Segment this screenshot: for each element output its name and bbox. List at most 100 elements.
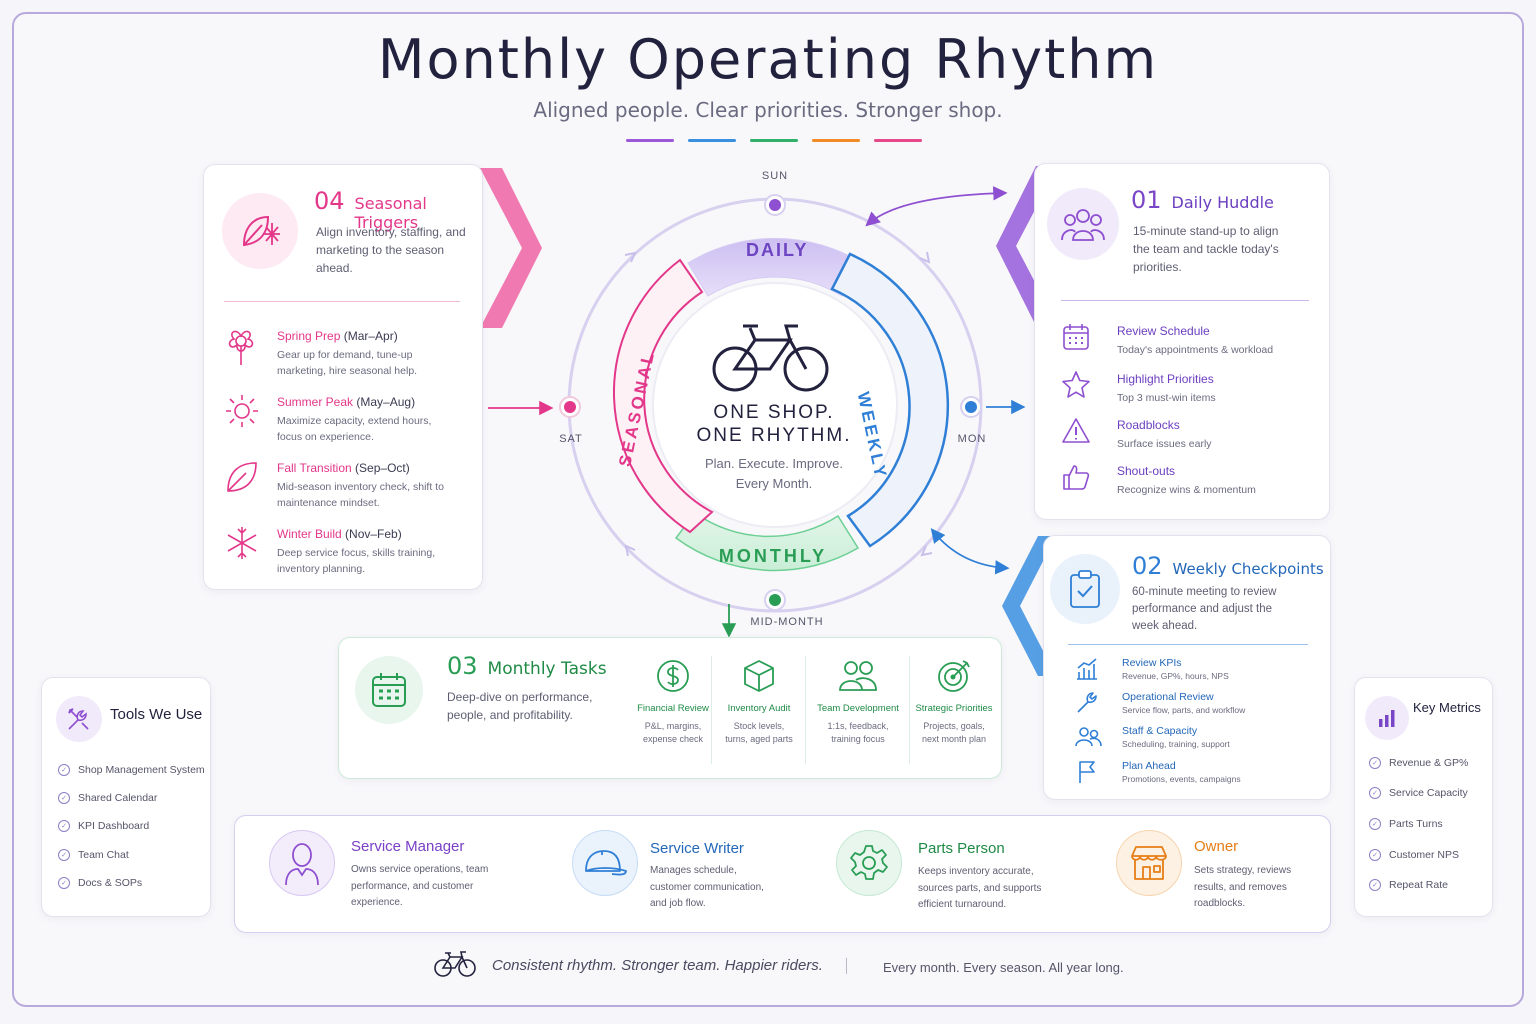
box-icon bbox=[744, 660, 774, 692]
monthly-item-team: Team Development 1:1s, feedback, trainin… bbox=[809, 658, 907, 744]
daily-divider bbox=[1061, 300, 1309, 301]
monthly-desc: Deep-dive on performance, people, and pr… bbox=[447, 690, 593, 722]
color-stripes bbox=[626, 139, 922, 142]
center-tag-2: Every Month. bbox=[735, 476, 813, 491]
schedule-title: Review Schedule bbox=[1117, 324, 1210, 338]
check-icon: ✓ bbox=[1369, 849, 1381, 861]
tools-item-label: Docs & SOPs bbox=[78, 877, 143, 889]
monthly-divider-1 bbox=[711, 656, 712, 764]
daily-chevron bbox=[996, 166, 1058, 326]
metrics-item-label: Repeat Rate bbox=[1389, 879, 1448, 891]
segment-seasonal bbox=[613, 258, 714, 534]
operational-desc: Service flow, parts, and workflow bbox=[1122, 705, 1246, 715]
node-mon-label: MON bbox=[957, 433, 987, 445]
daily-title: Daily Huddle bbox=[1171, 193, 1274, 212]
parts-person-desc: Keeps inventory accurate, sources parts,… bbox=[918, 866, 1042, 910]
metrics-item-4: ✓ Repeat Rate bbox=[1369, 879, 1448, 891]
strategic-desc-1: Projects, goals, bbox=[923, 721, 985, 731]
tools-card: Tools We Use ✓Shop Management System ✓Sh… bbox=[41, 677, 211, 917]
fall-range: (Sep–Oct) bbox=[355, 461, 410, 475]
metrics-bar-icon bbox=[1379, 710, 1395, 727]
plan-title: Plan Ahead bbox=[1122, 760, 1176, 772]
people-icon bbox=[1075, 727, 1102, 747]
strategic-title: Strategic Priorities bbox=[915, 703, 993, 714]
calendar-icon bbox=[1063, 324, 1089, 350]
footer-right-text: Every month. Every season. All year long… bbox=[883, 960, 1124, 975]
warning-icon bbox=[1062, 418, 1090, 443]
center-line-1: ONE SHOP. bbox=[713, 402, 835, 423]
rhythm-wheel bbox=[559, 194, 983, 613]
priorities-desc: Top 3 must-win items bbox=[1117, 392, 1216, 404]
check-icon: ✓ bbox=[58, 820, 70, 832]
check-icon: ✓ bbox=[58, 877, 70, 889]
tools-item-label: Shop Management System bbox=[78, 764, 205, 776]
leaf-icon bbox=[227, 462, 257, 492]
tools-item-1: ✓Shared Calendar bbox=[58, 792, 157, 804]
shoutouts-desc: Recognize wins & momentum bbox=[1117, 484, 1256, 496]
metrics-item-label: Customer NPS bbox=[1389, 849, 1460, 861]
gear-icon bbox=[850, 845, 888, 880]
team-huddle-icon bbox=[1061, 209, 1105, 241]
monthly-item-strategic: Strategic Priorities Projects, goals, ne… bbox=[911, 658, 997, 744]
flower-icon bbox=[228, 330, 254, 365]
node-sat-dot bbox=[564, 401, 576, 413]
weekly-desc: 60-minute meeting to review performance … bbox=[1132, 586, 1277, 632]
summer-name: Summer Peak bbox=[277, 395, 354, 409]
monthly-item-inventory: Inventory Audit Stock levels, turns, age… bbox=[715, 658, 803, 744]
seasonal-number: 04 bbox=[314, 187, 345, 215]
service-manager-desc: Owns service operations, team performanc… bbox=[351, 864, 489, 908]
metrics-item-label: Parts Turns bbox=[1389, 818, 1443, 830]
inventory-title: Inventory Audit bbox=[727, 703, 791, 714]
daily-icon-circle bbox=[1047, 188, 1119, 260]
tools-icon bbox=[68, 708, 89, 730]
service-manager-avatar bbox=[269, 830, 335, 896]
kpis-title: Review KPIs bbox=[1122, 657, 1182, 669]
check-icon: ✓ bbox=[1369, 818, 1381, 830]
tools-item-label: KPI Dashboard bbox=[78, 820, 150, 832]
monthly-title: Monthly Tasks bbox=[487, 659, 607, 679]
footer-left-text: Consistent rhythm. Stronger team. Happie… bbox=[492, 957, 823, 974]
stripe-purple bbox=[626, 139, 674, 142]
metrics-item-0: ✓Revenue & GP% bbox=[1369, 757, 1468, 769]
summer-range: (May–Aug) bbox=[356, 395, 416, 409]
metrics-item-label: Revenue & GP% bbox=[1389, 757, 1469, 769]
check-icon: ✓ bbox=[1369, 879, 1381, 891]
segment-weekly bbox=[830, 252, 950, 548]
team-desc-2: training focus bbox=[831, 734, 885, 744]
weekly-chevron bbox=[1002, 536, 1056, 676]
node-mid-dot bbox=[769, 594, 781, 606]
weekly-card: 02 Weekly Checkpoints 60-minute meeting … bbox=[1043, 535, 1331, 800]
parts-person-title: Parts Person bbox=[918, 840, 1005, 857]
monthly-icon-circle bbox=[355, 656, 423, 724]
operational-title: Operational Review bbox=[1122, 691, 1214, 703]
monthly-divider-3 bbox=[909, 656, 910, 764]
tools-item-2: ✓ KPI Dashboard bbox=[58, 820, 149, 832]
fall-name: Fall Transition bbox=[277, 461, 352, 475]
daily-desc: 15-minute stand-up to align the team and… bbox=[1133, 224, 1279, 274]
leaf-snowflake-icon bbox=[242, 215, 280, 247]
node-sat-label: SAT bbox=[559, 433, 583, 445]
spring-name: Spring Prep bbox=[277, 329, 341, 343]
node-mon-dot bbox=[965, 401, 977, 413]
thumbs-up-icon bbox=[1063, 465, 1090, 490]
storefront-icon bbox=[1131, 846, 1167, 880]
footer-bicycle-icon bbox=[434, 951, 476, 977]
shoutouts-title: Shout-outs bbox=[1117, 464, 1176, 478]
inventory-desc-2: turns, aged parts bbox=[725, 734, 793, 744]
winter-name: Winter Build bbox=[277, 527, 342, 541]
weekly-icon-circle bbox=[1050, 554, 1120, 624]
page-subtitle: Aligned people. Clear priorities. Strong… bbox=[533, 98, 1003, 122]
page-title: Monthly Operating Rhythm bbox=[377, 28, 1159, 91]
kpis-desc: Revenue, GP%, hours, NPS bbox=[1122, 671, 1229, 681]
center-tag-1: Plan. Execute. Improve. bbox=[704, 456, 843, 471]
tools-item-4: ✓ Docs & SOPs bbox=[58, 877, 142, 889]
financial-title: Financial Review bbox=[637, 703, 709, 714]
winter-desc: Deep service focus, skills training, inv… bbox=[277, 547, 436, 575]
tools-item-label: Team Chat bbox=[78, 849, 129, 861]
tools-item-0: ✓Shop Management System bbox=[58, 764, 205, 776]
parts-person-avatar bbox=[836, 830, 902, 896]
tools-title: Tools We Use bbox=[110, 706, 203, 723]
owner-title: Owner bbox=[1194, 838, 1239, 855]
metrics-item-1: ✓Service Capacity bbox=[1369, 787, 1468, 799]
owner-avatar bbox=[1116, 830, 1182, 896]
